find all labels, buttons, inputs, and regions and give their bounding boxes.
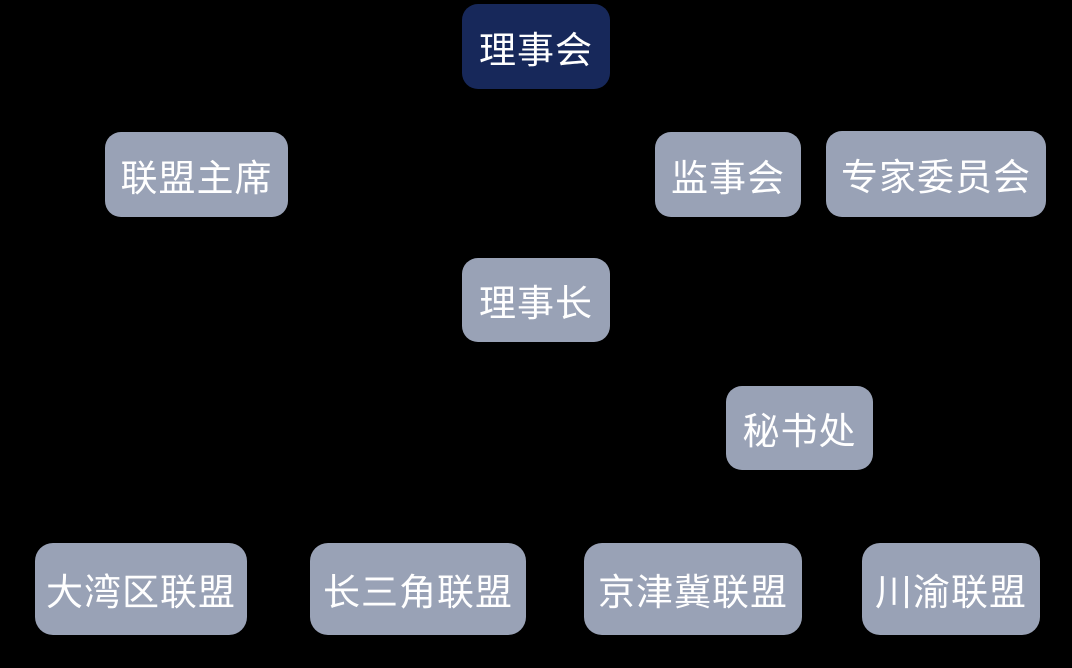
node-secretariat: 秘书处 [726,386,873,470]
node-yangtze-river-delta-alliance: 长三角联盟 [310,543,526,635]
node-beijing-tianjin-hebei-alliance: 京津冀联盟 [584,543,802,635]
node-council-chairman: 理事长 [462,258,610,342]
node-supervisory-board: 监事会 [655,132,801,217]
node-sichuan-chongqing-alliance: 川渝联盟 [862,543,1040,635]
node-expert-committee: 专家委员会 [826,131,1046,217]
node-alliance-chairman: 联盟主席 [105,132,288,217]
node-council: 理事会 [462,4,610,89]
node-greater-bay-area-alliance: 大湾区联盟 [35,543,247,635]
